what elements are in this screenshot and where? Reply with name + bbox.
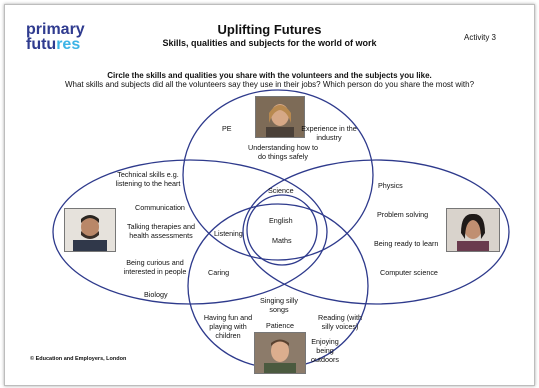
label-pe: PE [222, 124, 232, 133]
label-physics: Physics [378, 181, 403, 190]
page-subtitle: Skills, qualities and subjects for the w… [162, 38, 377, 48]
label-having-fun: Having fun and playing with children [203, 313, 253, 340]
logo-line-2: futures [26, 36, 81, 53]
label-problem-solving: Problem solving [377, 210, 429, 219]
copyright-notice: © Education and Employers, London [30, 356, 127, 362]
label-computer-science: Computer science [380, 268, 438, 277]
venn-circle-top [182, 89, 374, 261]
label-being-ready-to-learn: Being ready to learn [374, 239, 439, 248]
label-technical-skills: Technical skills e.g. listening to the h… [115, 170, 181, 188]
page-title: Uplifting Futures [217, 22, 322, 37]
label-being-curious: Being curious and interested in people [123, 258, 187, 276]
volunteer-photo-right [446, 208, 500, 252]
label-caring: Caring [208, 268, 230, 277]
instruction-text: What skills and subjects did all the vol… [64, 80, 475, 89]
worksheet-frame [4, 4, 535, 386]
label-english: English [269, 216, 293, 225]
venn-circle-centre [246, 194, 318, 266]
label-communication: Communication [135, 203, 185, 212]
label-reading-silly-voices: Reading (with silly voices) [318, 313, 362, 331]
label-understanding-safety: Understanding how to do things safely [248, 143, 318, 161]
label-maths: Maths [272, 236, 292, 245]
volunteer-photo-left [64, 208, 116, 252]
instruction-bold: Circle the skills and qualities you shar… [107, 71, 432, 80]
venn-circle-right [242, 159, 510, 305]
label-singing-silly-songs: Singing silly songs [260, 296, 298, 314]
label-enjoying-outdoors: Enjoying being outdoors [311, 337, 339, 364]
activity-label: Activity 3 [464, 33, 497, 42]
label-listening: Listening [214, 229, 243, 238]
label-science: Science [268, 186, 294, 195]
logo-line-1: primary [26, 21, 85, 38]
label-biology: Biology [144, 290, 168, 299]
label-experience-in-industry: Experience in the industry [301, 124, 357, 142]
primary-futures-logo: primary futures [26, 21, 85, 53]
label-talking-therapies: Talking therapies and health assessments [127, 222, 195, 240]
volunteer-photo-top [255, 96, 305, 138]
label-patience: Patience [266, 321, 294, 330]
volunteer-photo-bottom [254, 332, 306, 374]
